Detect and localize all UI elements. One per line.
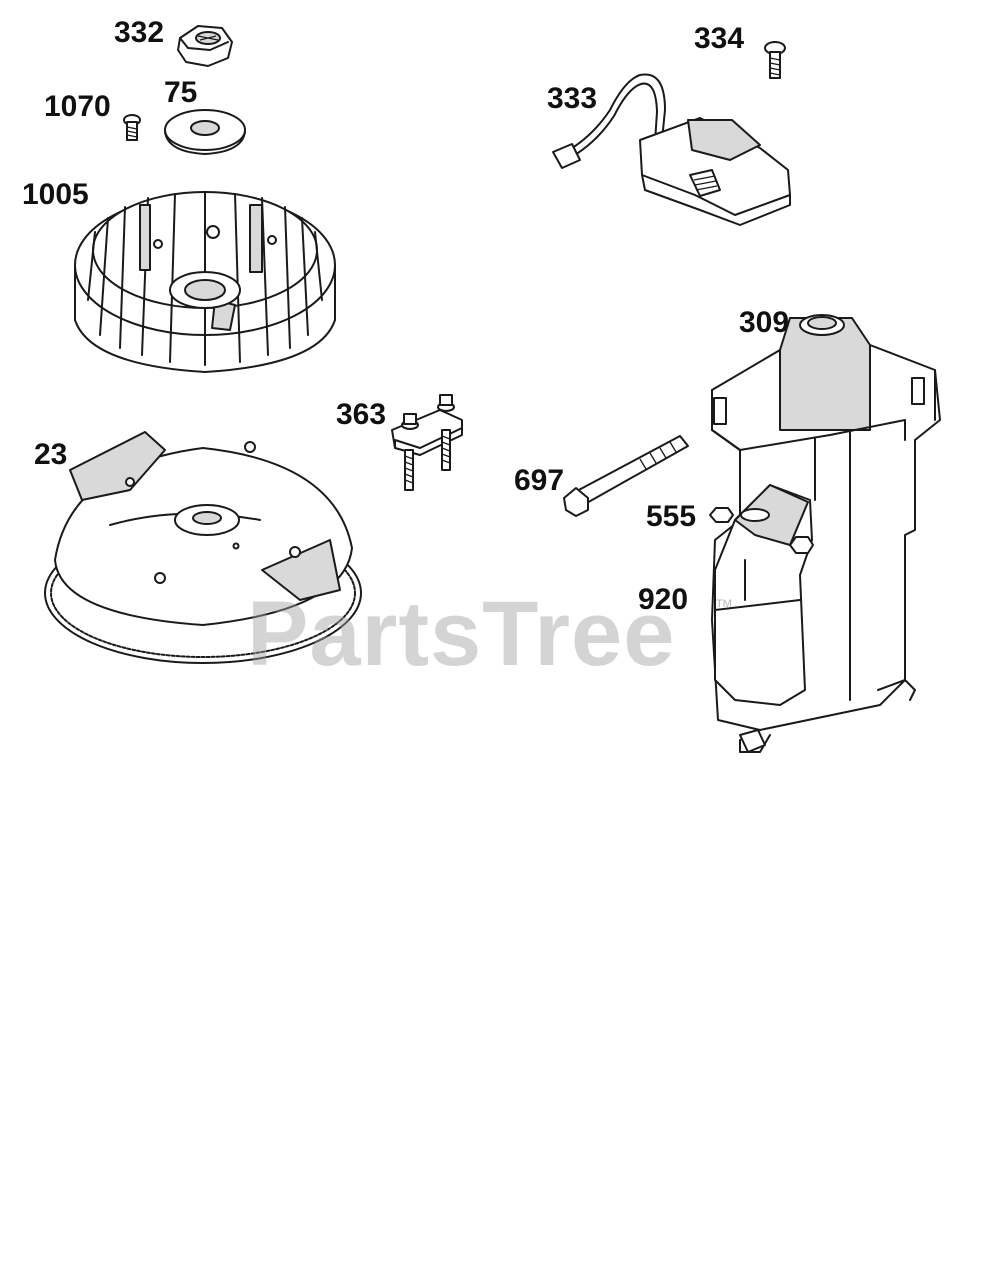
part-label-washer[interactable]: 75 (164, 76, 198, 109)
solenoid-nut-drawing[interactable] (709, 507, 814, 554)
ignition-coil-drawing[interactable] (552, 73, 791, 226)
watermark-trademark: TM (716, 598, 732, 610)
watermark-text: PartsTree (247, 583, 676, 685)
part-label-solenoid[interactable]: 920 (638, 583, 689, 616)
part-label-armature-bracket[interactable]: 363 (336, 398, 387, 431)
part-label-fan[interactable]: 1005 (22, 178, 89, 211)
part-label-ignition-coil[interactable]: 333 (547, 82, 598, 115)
part-label-nut[interactable]: 332 (114, 16, 165, 49)
coil-screw-drawing[interactable] (764, 41, 786, 79)
washer-drawing[interactable] (164, 109, 246, 155)
screw-small-drawing[interactable] (123, 114, 141, 141)
armature-bracket-drawing[interactable] (391, 394, 463, 491)
part-label-coil-screw[interactable]: 334 (694, 22, 745, 55)
part-label-flywheel[interactable]: 23 (34, 438, 68, 471)
starter-bolt-drawing[interactable] (563, 435, 689, 517)
nut-drawing[interactable] (177, 25, 233, 67)
flywheel-drawing[interactable] (44, 431, 362, 664)
part-label-starter-bolt[interactable]: 697 (514, 464, 565, 497)
part-label-starter-motor[interactable]: 309 (739, 306, 790, 339)
part-label-screw-small[interactable]: 1070 (44, 90, 111, 123)
fan-drawing[interactable] (74, 191, 336, 373)
solenoid-drawing[interactable] (714, 484, 813, 706)
part-label-solenoid-nut[interactable]: 555 (646, 500, 697, 533)
